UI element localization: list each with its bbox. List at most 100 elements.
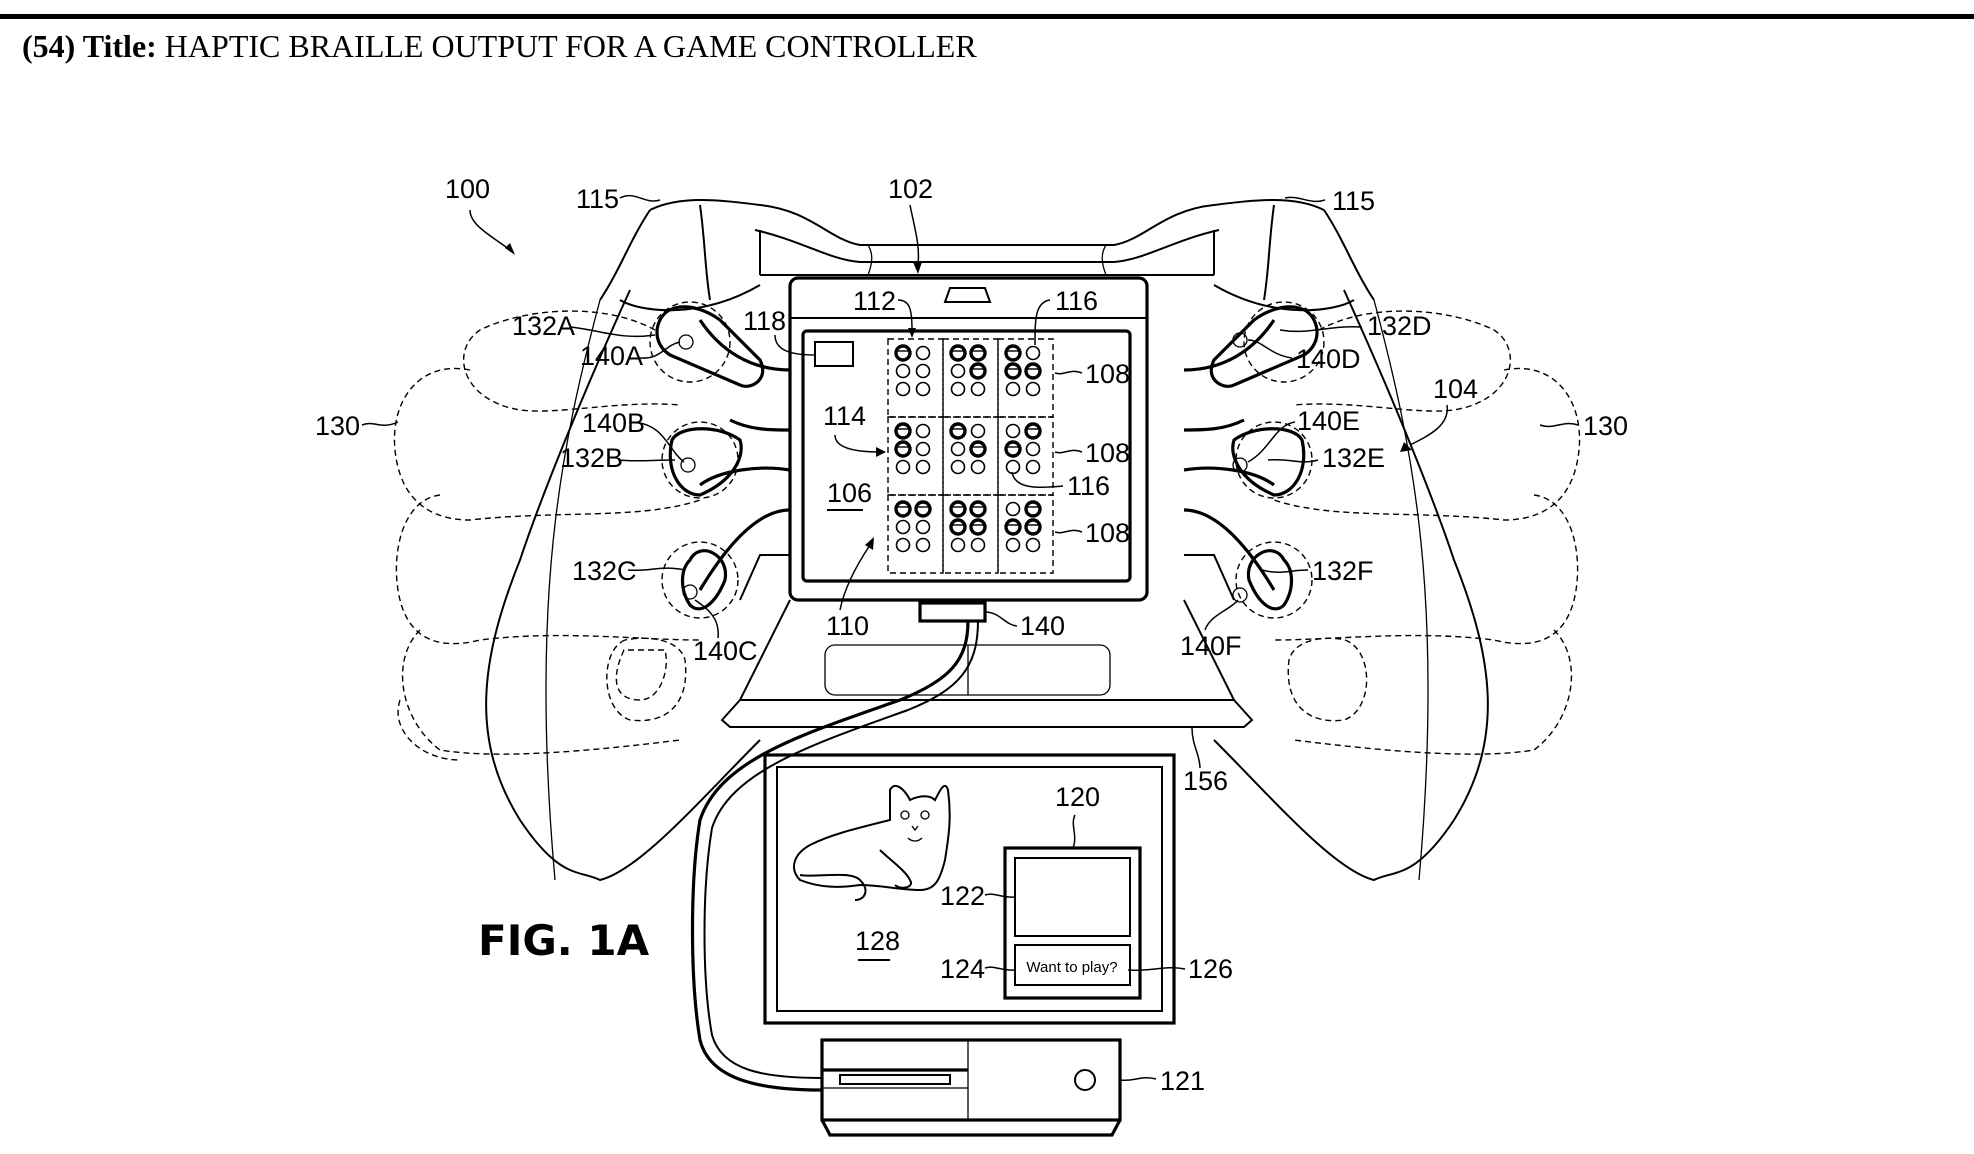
actuator-140a-icon [678, 334, 694, 350]
braille-dot-flat [895, 363, 911, 379]
power-button-icon [1074, 1069, 1096, 1091]
actuator-140c-icon [682, 584, 698, 600]
ref-121: 121 [1160, 1066, 1205, 1096]
braille-dot-flat [950, 537, 966, 553]
braille-dot-flat [1025, 345, 1041, 361]
braille-dot-raised [969, 518, 987, 536]
stand [720, 599, 1254, 728]
braille-dot-flat [915, 459, 931, 475]
braille-dot-raised [894, 344, 912, 362]
braille-dot-flat [915, 519, 931, 535]
braille-dot-flat [895, 537, 911, 553]
braille-dot-raised [949, 344, 967, 362]
braille-dot-flat [915, 363, 931, 379]
cat-illustration [793, 784, 951, 901]
braille-dot-flat [1005, 501, 1021, 517]
braille-dot-flat [915, 423, 931, 439]
braille-dot-raised [1004, 344, 1022, 362]
dialog-image [1014, 857, 1131, 937]
braille-dot-flat [1025, 459, 1041, 475]
ref-118: 118 [743, 306, 786, 336]
ref-110: 110 [826, 611, 869, 641]
ref-122: 122 [940, 881, 985, 911]
braille-dot-raised [914, 500, 932, 518]
braille-dot-flat [950, 381, 966, 397]
braille-dot-raised [949, 500, 967, 518]
display-device [788, 276, 1149, 623]
braille-dot-raised [1024, 422, 1042, 440]
ref-115-right: 115 [1332, 186, 1375, 216]
console [820, 1038, 1122, 1137]
dialog [1003, 846, 1142, 1000]
title-text: HAPTIC BRAILLE OUTPUT FOR A GAME CONTROL… [164, 28, 977, 64]
braille-cell [887, 416, 944, 496]
ref-108-row2: 108 [1085, 438, 1130, 468]
braille-dot-flat [1005, 459, 1021, 475]
ref-132c: 132C [572, 556, 637, 586]
grip-132b [661, 421, 743, 499]
ref-140f: 140F [1180, 631, 1242, 661]
braille-dot-flat [970, 381, 986, 397]
dialog-text-box [1014, 944, 1131, 986]
ref-120: 120 [1055, 782, 1100, 812]
braille-grid [887, 338, 1054, 574]
grip-132c [661, 541, 739, 619]
braille-dot-flat [1025, 441, 1041, 457]
braille-dot-flat [1005, 423, 1021, 439]
braille-dot-raised [949, 422, 967, 440]
ref-140b: 140B [582, 408, 645, 438]
ref-108-row1: 108 [1085, 359, 1130, 389]
cable [690, 620, 970, 1092]
braille-cell [887, 338, 944, 418]
ref-114: 114 [823, 401, 866, 431]
actuator-140e-icon [1232, 457, 1248, 473]
braille-dot-raised [1024, 518, 1042, 536]
braille-dot-flat [970, 423, 986, 439]
ref-132d: 132D [1367, 311, 1432, 341]
touch-screen [801, 329, 1132, 583]
reference-labels: 100 115 115 102 112 116 118 132A 140A 13… [315, 174, 1628, 1096]
braille-cell [997, 416, 1054, 496]
braille-dot-flat [950, 459, 966, 475]
braille-dot-raised [969, 500, 987, 518]
ref-116-top: 116 [1055, 286, 1098, 316]
braille-dot-raised [1024, 362, 1042, 380]
braille-dot-flat [950, 441, 966, 457]
ref-132b: 132B [560, 443, 623, 473]
ref-156: 156 [1183, 766, 1228, 796]
actuator-140d-icon [1232, 332, 1248, 348]
ref-140e: 140E [1297, 406, 1360, 436]
ref-108-row3: 108 [1085, 518, 1130, 548]
braille-dot-flat [950, 363, 966, 379]
braille-dot-raised [894, 422, 912, 440]
ref-140a: 140A [580, 341, 643, 371]
braille-dot-flat [915, 441, 931, 457]
ref-100: 100 [445, 174, 490, 204]
ref-126: 126 [1188, 954, 1233, 984]
ref-130-left: 130 [315, 411, 360, 441]
ref-140: 140 [1020, 611, 1065, 641]
braille-dot-raised [894, 500, 912, 518]
cable-inner [703, 620, 979, 1079]
braille-dot-flat [970, 537, 986, 553]
ref-102: 102 [888, 174, 933, 204]
braille-dot-flat [1005, 537, 1021, 553]
braille-dot-raised [969, 362, 987, 380]
braille-dot-flat [915, 537, 931, 553]
ref-130-right: 130 [1583, 411, 1628, 441]
patent-title: (54) Title: HAPTIC BRAILLE OUTPUT FOR A … [22, 28, 977, 65]
grip-132d [1209, 301, 1325, 388]
connector [918, 601, 987, 623]
grip-132e [1231, 421, 1313, 499]
figure-label: FIG. 1A [478, 916, 650, 965]
ref-140d: 140D [1296, 344, 1361, 374]
ref-115-left: 115 [576, 184, 619, 214]
speaker-slot-icon [943, 287, 992, 303]
braille-dot-flat [1025, 537, 1041, 553]
braille-cell [942, 338, 999, 418]
braille-dot-flat [1005, 381, 1021, 397]
top-rule [0, 14, 1974, 19]
braille-dot-raised [1024, 500, 1042, 518]
ref-132a: 132A [512, 311, 575, 341]
braille-dot-raised [969, 344, 987, 362]
